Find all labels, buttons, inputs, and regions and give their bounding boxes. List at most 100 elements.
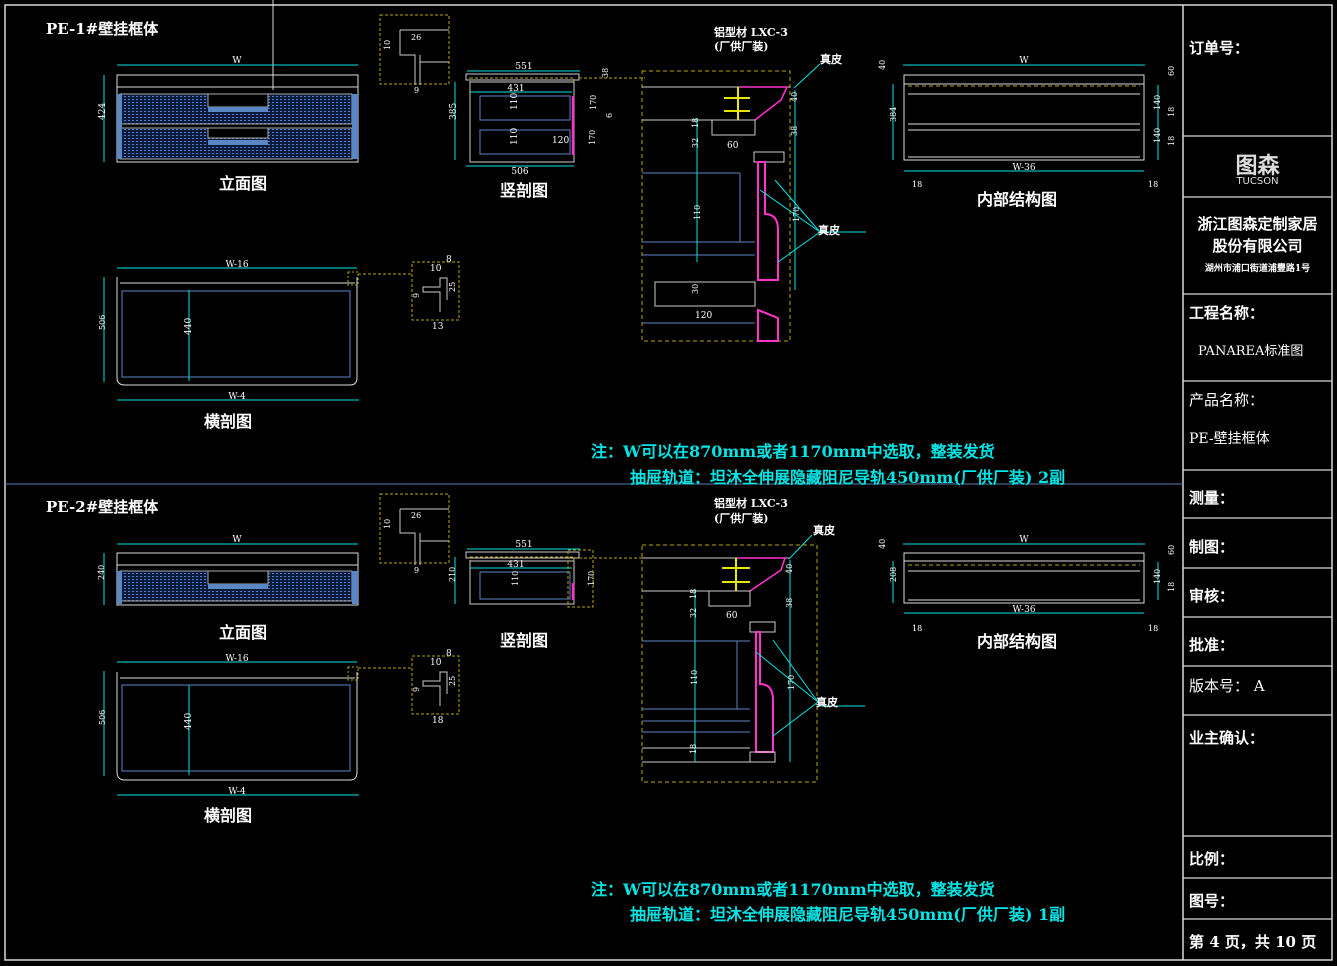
note-line-1: 注：W可以在870mm或者1170mm中选取，整装发货 — [591, 880, 995, 899]
svg-text:140: 140 — [1153, 95, 1162, 110]
svg-text:18: 18 — [432, 716, 444, 726]
svg-text:18: 18 — [1148, 624, 1158, 633]
section-title: PE-1#壁挂框体 — [46, 20, 159, 38]
vertical-section-view: 551 431 385 110 110 120 506 38 170 6 170… — [449, 62, 645, 200]
horizontal-section-view: W-16 506 440 W-4 8 10 9 25 13 横剖图 — [98, 255, 460, 431]
internal-structure-label: 内部结构图 — [977, 632, 1057, 651]
section-title: PE-2#壁挂框体 — [46, 498, 159, 516]
svg-text:551: 551 — [515, 62, 532, 72]
dim-width: W — [232, 56, 242, 66]
svg-text:9: 9 — [412, 687, 421, 692]
vertical-section-view: 551 431 210 110 170 竖剖图 — [448, 540, 645, 650]
sheet-border — [4, 4, 1333, 961]
svg-text:170: 170 — [587, 571, 596, 586]
svg-text:真皮: 真皮 — [813, 523, 835, 537]
svg-text:10: 10 — [383, 519, 392, 529]
svg-text:18: 18 — [689, 744, 698, 754]
note-line-2: 抽屉轨道：坦沐全伸展隐藏阻尼导轨450mm(厂供厂装) 1副 — [630, 905, 1066, 924]
svg-text:110: 110 — [693, 205, 702, 220]
version-label-text: 版本号： — [1189, 677, 1250, 695]
svg-text:W: W — [1019, 56, 1029, 66]
svg-text:26: 26 — [411, 511, 421, 520]
svg-text:140: 140 — [1153, 569, 1162, 584]
svg-text:38: 38 — [601, 68, 610, 78]
svg-text:18: 18 — [912, 180, 922, 189]
svg-text:9: 9 — [412, 293, 421, 298]
svg-text:10: 10 — [430, 264, 442, 274]
svg-text:431: 431 — [507, 84, 524, 94]
svg-text:W-4: W-4 — [228, 392, 246, 402]
drawing-no-label: 图号： — [1189, 892, 1235, 910]
svg-text:26: 26 — [411, 33, 421, 42]
svg-text:440: 440 — [184, 318, 194, 335]
svg-text:真皮: 真皮 — [818, 223, 840, 237]
svg-text:440: 440 — [184, 713, 194, 730]
measure-label: 测量： — [1189, 489, 1235, 507]
profile-detail: 铝型材 LXC-3 (厂供厂装) 真皮 — [641, 25, 866, 342]
profile-material: 铝型材 LXC-3 — [714, 496, 788, 510]
svg-text:真皮: 真皮 — [816, 695, 838, 709]
svg-text:120: 120 — [695, 311, 712, 321]
elevation-view: W 424 立面图 — [98, 56, 359, 193]
company-logo-en: TUCSON — [1236, 176, 1279, 187]
dim-height: 424 — [98, 103, 108, 120]
product-label: 产品名称： — [1189, 391, 1265, 409]
svg-text:551: 551 — [515, 540, 532, 550]
svg-text:32: 32 — [691, 138, 700, 148]
svg-text:10: 10 — [383, 40, 392, 50]
approve-label: 批准： — [1189, 636, 1235, 654]
svg-text:W-16: W-16 — [225, 654, 248, 664]
note-line-1: 注：W可以在870mm或者1170mm中选取，整装发货 — [591, 442, 995, 461]
svg-text:9: 9 — [414, 566, 419, 575]
svg-text:W-36: W-36 — [1012, 605, 1035, 615]
svg-text:25: 25 — [448, 676, 457, 686]
internal-structure-view: W 40 208 W-36 18 18 60 140 18 内部结构图 — [878, 535, 1176, 651]
vertical-section-label: 竖剖图 — [500, 631, 548, 650]
section-pe2: PE-2#壁挂框体 W 240 立面图 26 10 9 — [46, 493, 1176, 825]
svg-text:18: 18 — [1167, 136, 1176, 146]
svg-text:38: 38 — [785, 598, 794, 608]
svg-text:60: 60 — [726, 611, 738, 621]
svg-text:110: 110 — [511, 571, 520, 586]
svg-text:18: 18 — [1167, 107, 1176, 117]
joint-detail: 26 10 9 — [379, 14, 450, 95]
svg-text:30: 30 — [691, 284, 700, 294]
svg-text:110: 110 — [690, 670, 699, 685]
version-label: 版本号： A — [1189, 675, 1265, 696]
svg-text:13: 13 — [432, 322, 444, 332]
review-label: 审核： — [1189, 587, 1235, 605]
vertical-section-label: 竖剖图 — [500, 181, 548, 200]
company-name-line2: 股份有限公司 — [1212, 237, 1303, 255]
svg-text:10: 10 — [430, 658, 442, 668]
version-value: A — [1253, 677, 1265, 695]
elevation-label: 立面图 — [219, 623, 267, 642]
svg-text:W-16: W-16 — [225, 260, 248, 270]
project-label: 工程名称： — [1189, 304, 1265, 322]
scale-label: 比例： — [1189, 850, 1235, 868]
svg-text:240: 240 — [97, 565, 106, 580]
svg-text:170: 170 — [792, 207, 801, 222]
svg-text:40: 40 — [878, 60, 887, 70]
section-pe1: PE-1#壁挂框体 W 424 立面图 26 1 — [46, 14, 1176, 431]
svg-text:W-36: W-36 — [1012, 163, 1035, 173]
product-value: PE-壁挂框体 — [1189, 431, 1270, 447]
svg-text:18: 18 — [1167, 582, 1176, 592]
svg-text:(厂供厂装): (厂供厂装) — [714, 511, 768, 525]
order-no-label: 订单号： — [1189, 39, 1250, 57]
svg-text:140: 140 — [1153, 128, 1162, 143]
svg-text:120: 120 — [552, 136, 569, 146]
svg-text:18: 18 — [689, 589, 698, 599]
company-name-line1: 浙江图森定制家居 — [1197, 215, 1318, 233]
svg-text:170: 170 — [787, 675, 796, 690]
svg-text:506: 506 — [98, 315, 107, 330]
svg-text:6: 6 — [605, 113, 614, 118]
svg-text:110: 110 — [510, 128, 520, 145]
svg-text:208: 208 — [889, 567, 898, 582]
drawing-label: 制图： — [1189, 538, 1235, 556]
svg-text:(厂供厂装): (厂供厂装) — [714, 39, 768, 53]
svg-text:25: 25 — [448, 282, 457, 292]
svg-text:W: W — [232, 535, 242, 545]
elevation-view: W 240 立面图 — [97, 535, 359, 642]
svg-text:18: 18 — [1148, 180, 1158, 189]
owner-confirm-label: 业主确认： — [1189, 729, 1265, 747]
